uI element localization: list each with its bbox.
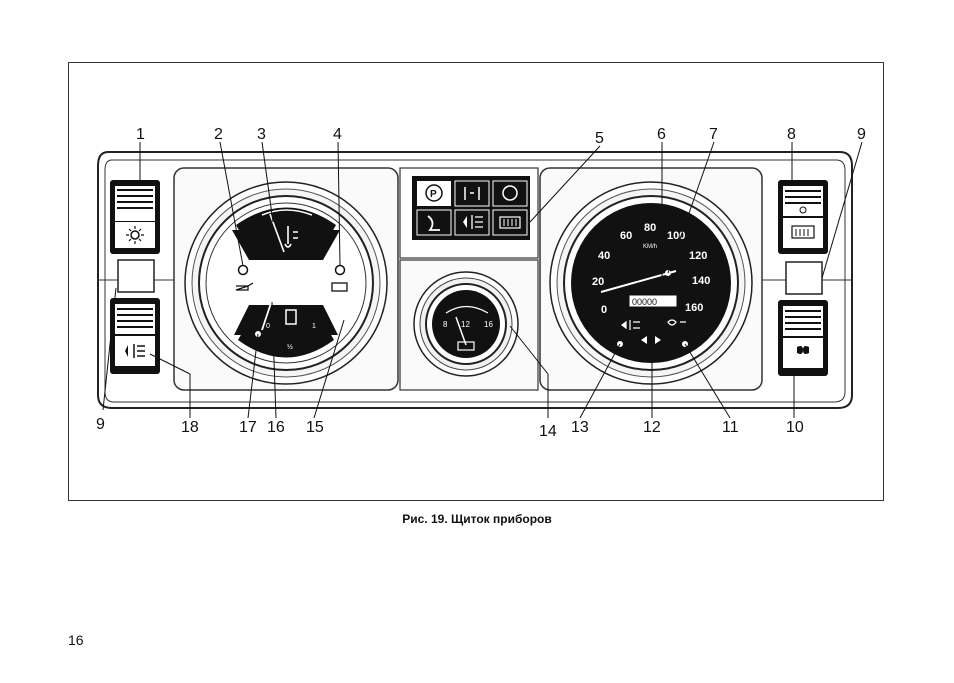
left-lower-switch bbox=[110, 298, 160, 374]
voltmeter: 8 12 16 bbox=[413, 271, 519, 377]
callout-6: 6 bbox=[657, 126, 666, 143]
speed-scale-160: 160 bbox=[685, 302, 703, 314]
combination-gauge: 0 ½ 1 bbox=[184, 181, 388, 385]
callout-14: 14 bbox=[539, 423, 557, 440]
callout-18: 18 bbox=[181, 419, 199, 436]
fuel-mark-half: ½ bbox=[287, 343, 293, 351]
speed-scale-20: 20 bbox=[592, 276, 604, 288]
page-number: 16 bbox=[68, 632, 84, 648]
callout-11: 11 bbox=[722, 419, 739, 436]
callout-numbers: 1 2 3 4 5 6 7 8 9 9 18 17 16 15 14 13 12… bbox=[96, 126, 866, 440]
callout-17: 17 bbox=[239, 419, 257, 436]
speed-scale-120: 120 bbox=[689, 250, 707, 262]
callout-9-left: 9 bbox=[96, 416, 105, 433]
callout-4: 4 bbox=[333, 126, 342, 143]
callout-10: 10 bbox=[786, 419, 804, 436]
speed-unit: KM/h bbox=[643, 244, 657, 250]
callout-1: 1 bbox=[136, 126, 145, 143]
volt-scale-12: 12 bbox=[461, 320, 470, 329]
callout-16: 16 bbox=[267, 419, 285, 436]
speedometer: 0 20 40 60 80 100 120 140 160 KM/h 00000 bbox=[549, 181, 753, 385]
speed-scale-0: 0 bbox=[601, 304, 607, 316]
volt-scale-16: 16 bbox=[484, 320, 493, 329]
callout-13: 13 bbox=[571, 419, 589, 436]
speed-scale-100: 100 bbox=[667, 230, 685, 242]
svg-text:P: P bbox=[430, 189, 437, 200]
left-upper-switch bbox=[110, 180, 160, 254]
callout-2: 2 bbox=[214, 126, 223, 143]
callout-5: 5 bbox=[595, 130, 604, 147]
speed-scale-40: 40 bbox=[598, 250, 610, 262]
left-blank-plug bbox=[117, 259, 155, 293]
figure-caption: Рис. 19. Щиток приборов bbox=[402, 512, 552, 526]
fuel-mark-empty: 0 bbox=[266, 323, 270, 330]
callout-3: 3 bbox=[257, 126, 266, 143]
volt-scale-8: 8 bbox=[443, 320, 448, 329]
right-lower-switch bbox=[778, 300, 828, 376]
callout-12: 12 bbox=[643, 419, 661, 436]
odometer: 00000 bbox=[632, 297, 657, 307]
right-blank-plug bbox=[785, 261, 823, 295]
callout-7: 7 bbox=[709, 126, 718, 143]
speed-scale-140: 140 bbox=[692, 275, 710, 287]
callout-leaders bbox=[102, 141, 863, 419]
right-upper-switch bbox=[778, 180, 828, 254]
callout-9-right: 9 bbox=[857, 126, 866, 143]
callout-8: 8 bbox=[787, 126, 796, 143]
speed-scale-80: 80 bbox=[644, 222, 656, 234]
warning-lamps-block: P bbox=[412, 176, 530, 240]
fuel-mark-full: 1 bbox=[312, 323, 316, 330]
speed-scale-60: 60 bbox=[620, 230, 632, 242]
callout-15: 15 bbox=[306, 419, 324, 436]
figure-frame bbox=[68, 62, 884, 501]
